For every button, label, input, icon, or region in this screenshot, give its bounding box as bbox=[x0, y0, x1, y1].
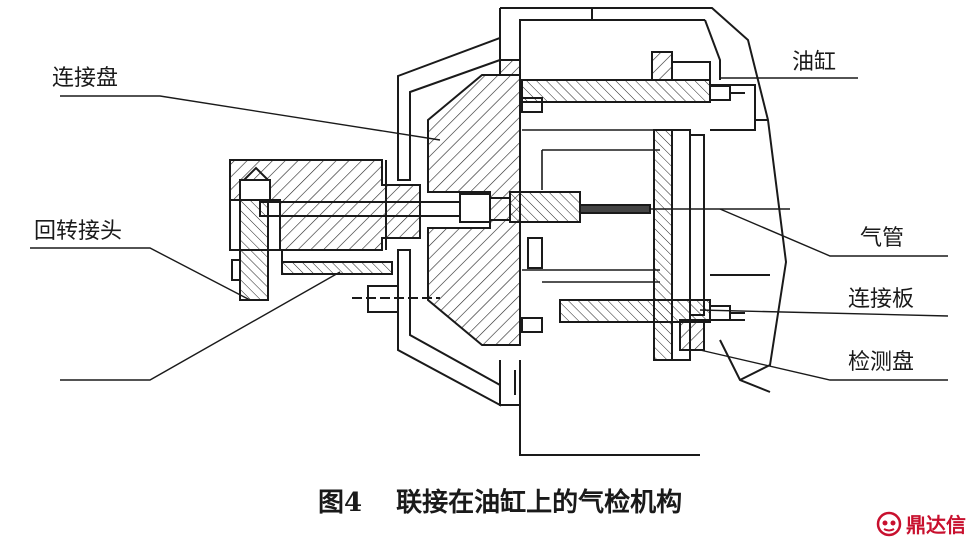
label-detection-disc: 检测盘 bbox=[848, 350, 915, 375]
figure-number: 图4 bbox=[318, 488, 363, 518]
label-oil-cylinder: 油缸 bbox=[792, 50, 837, 75]
cylinder-housing bbox=[499, 7, 788, 456]
connecting-disc-part bbox=[427, 59, 521, 346]
bore-lines bbox=[522, 129, 660, 283]
detection-disc-part bbox=[653, 129, 705, 361]
watermark: 鼎达信 bbox=[876, 509, 966, 538]
figure-caption: 图4 联接在油缸上的气检机构 bbox=[318, 482, 682, 519]
label-rotary-joint: 回转接头 bbox=[34, 219, 123, 244]
leader-lines bbox=[30, 77, 949, 381]
label-connecting-disc: 连接盘 bbox=[52, 66, 119, 91]
label-connecting-plate: 连接板 bbox=[848, 287, 915, 312]
watermark-text: 鼎达信 bbox=[906, 513, 966, 537]
piston-block bbox=[651, 51, 711, 81]
logo-icon bbox=[876, 511, 902, 536]
label-air-pipe: 气管 bbox=[860, 226, 905, 251]
figure-title: 联接在油缸上的气检机构 bbox=[396, 488, 683, 518]
sleeve-part bbox=[281, 250, 393, 275]
rotary-joint-part bbox=[229, 159, 421, 301]
